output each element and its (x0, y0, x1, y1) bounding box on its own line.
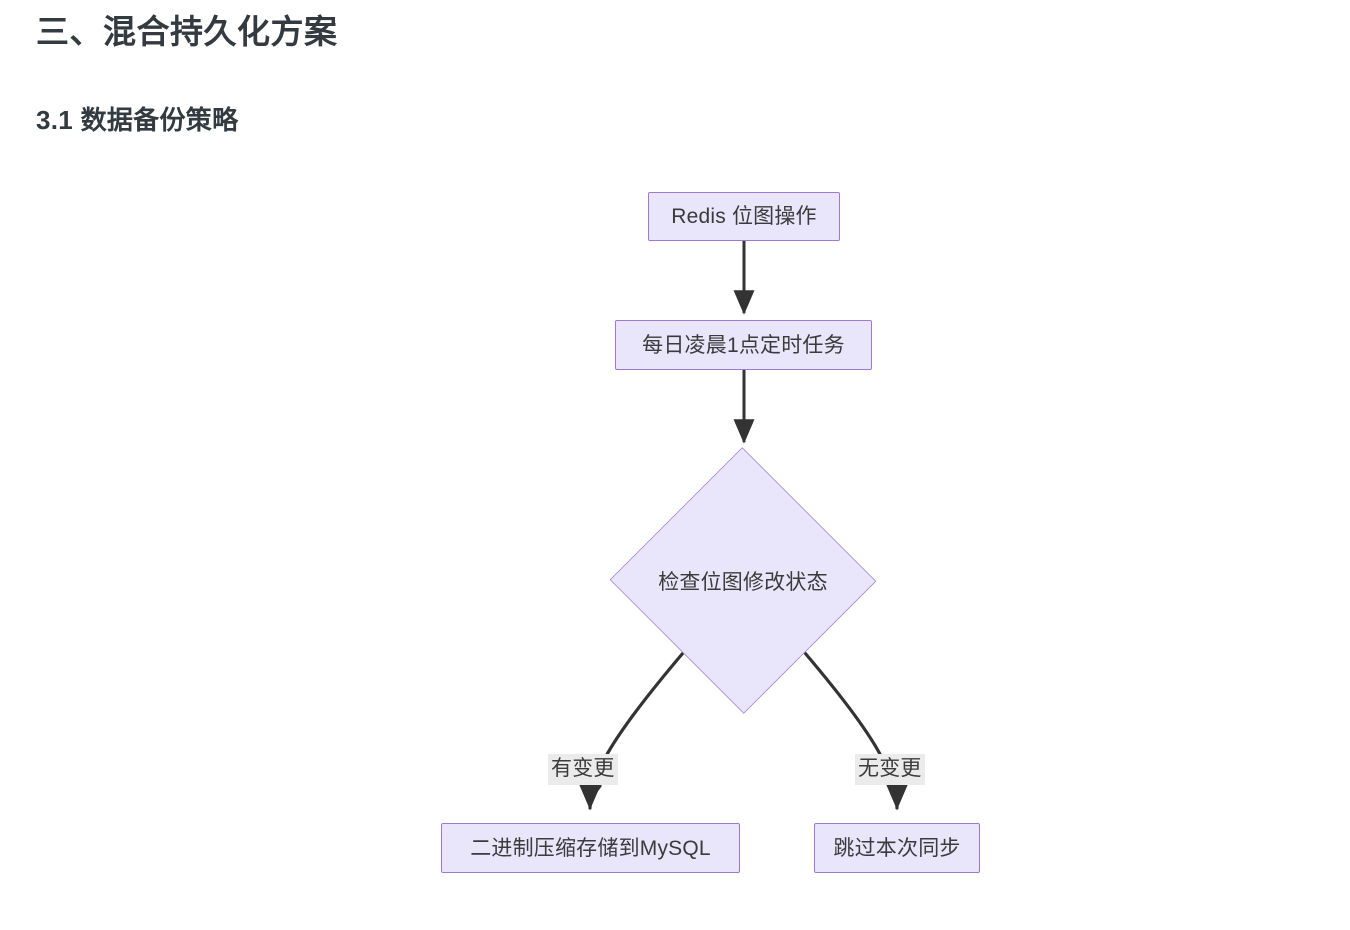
edge-decision-to-skip-tail (885, 783, 909, 810)
flow-node-redis-bitmap-operation[interactable]: Redis 位图操作 (648, 192, 840, 241)
flow-node-check-bitmap-modified[interactable]: 检查位图修改状态 (609, 447, 877, 714)
flow-node-daily-cron-task[interactable]: 每日凌晨1点定时任务 (615, 320, 872, 370)
edge-label-has-change: 有变更 (548, 754, 618, 785)
flow-node-label: 检查位图修改状态 (658, 570, 828, 594)
edge-decision-to-store-tail (578, 783, 602, 810)
flow-node-label: Redis 位图操作 (671, 205, 817, 228)
edge-label-no-change: 无变更 (855, 754, 925, 785)
flow-node-label: 二进制压缩存储到MySQL (470, 836, 711, 860)
flow-node-skip-sync[interactable]: 跳过本次同步 (814, 823, 980, 873)
flow-node-label: 每日凌晨1点定时任务 (642, 333, 845, 357)
flow-node-label: 跳过本次同步 (833, 836, 961, 860)
flow-node-compress-store-mysql[interactable]: 二进制压缩存储到MySQL (441, 823, 740, 873)
page-title: 三、混合持久化方案 (36, 13, 338, 50)
section-heading: 3.1 数据备份策略 (36, 105, 239, 135)
